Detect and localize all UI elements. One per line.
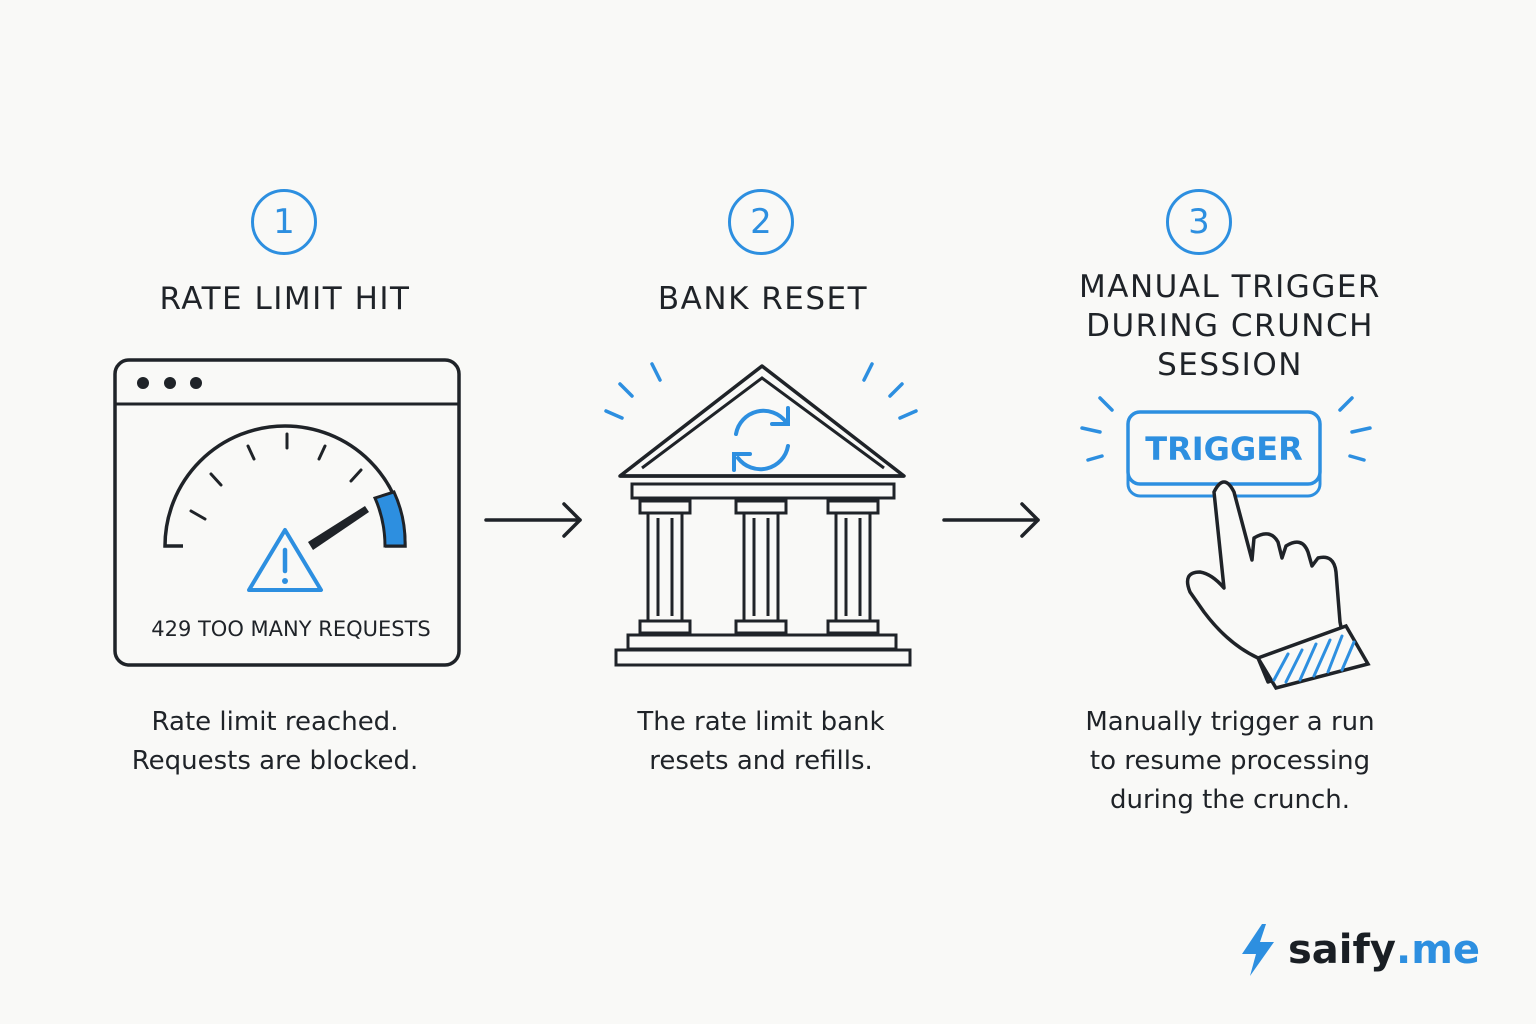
window-dot-icon [164, 377, 176, 389]
logo-text-dark: saify [1288, 927, 1396, 973]
trigger-button-label: TRIGGER [1145, 430, 1302, 468]
bank-column [826, 499, 880, 635]
step-3-caption-line: Manually trigger a run [1085, 707, 1375, 737]
shirt-cuff [1255, 623, 1371, 691]
error-429-text: 429 TOO MANY REQUESTS [151, 617, 431, 641]
step-2-title: BANK RESET [578, 280, 948, 319]
step-3-title-line: MANUAL TRIGGER [1079, 269, 1381, 305]
step-1-caption: Rate limit reached. Requests are blocked… [90, 703, 460, 781]
step-1-caption-line: Requests are blocked. [131, 746, 419, 776]
warning-triangle-icon [247, 528, 323, 592]
step-2-caption-line: The rate limit bank [637, 707, 885, 737]
bank-building-illustration [604, 362, 918, 667]
step-3-caption-line: to resume processing [1089, 746, 1371, 776]
sparkle-lines-icon [604, 362, 918, 420]
logo-text-accent: .me [1396, 927, 1481, 973]
step-1-title-line: RATE LIMIT HIT [159, 281, 411, 317]
bank-column [638, 499, 692, 635]
step-1-caption-line: Rate limit reached. [151, 707, 399, 737]
bank-roof [618, 364, 906, 478]
arrow-right-icon [484, 502, 582, 538]
browser-window-illustration: 429 TOO MANY REQUESTS [113, 358, 461, 667]
step-3-title-line: DURING CRUNCH SESSION [1086, 308, 1374, 383]
step-2-caption-line: resets and refills. [649, 746, 873, 776]
step-2-title-line: BANK RESET [657, 281, 869, 317]
step-1-number: 1 [251, 189, 317, 255]
bank-column [734, 499, 788, 635]
browser-window-frame [113, 358, 461, 667]
step-1-title: RATE LIMIT HIT [100, 280, 470, 319]
step-3-title: MANUAL TRIGGER DURING CRUNCH SESSION [1020, 268, 1440, 385]
step-3-number: 3 [1166, 189, 1232, 255]
window-dot-icon [137, 377, 149, 389]
step-2-number: 2 [728, 189, 794, 255]
window-dot-icon [190, 377, 202, 389]
sparkle-lines-icon [1080, 396, 1372, 462]
refresh-icon [732, 406, 790, 472]
step-2-caption: The rate limit bank resets and refills. [576, 703, 946, 781]
step-3-caption: Manually trigger a run to resume process… [1040, 703, 1420, 820]
step-3-caption-line: during the crunch. [1109, 785, 1351, 815]
speedometer-icon [163, 424, 407, 548]
lightning-bolt-icon [1242, 924, 1274, 976]
trigger-button-illustration: TRIGGER [1080, 396, 1372, 691]
pointing-hand-icon [1185, 480, 1348, 684]
speedometer-needle [308, 506, 369, 550]
saify-logo: saify.me [1238, 920, 1480, 980]
arrow-right-icon [942, 502, 1040, 538]
